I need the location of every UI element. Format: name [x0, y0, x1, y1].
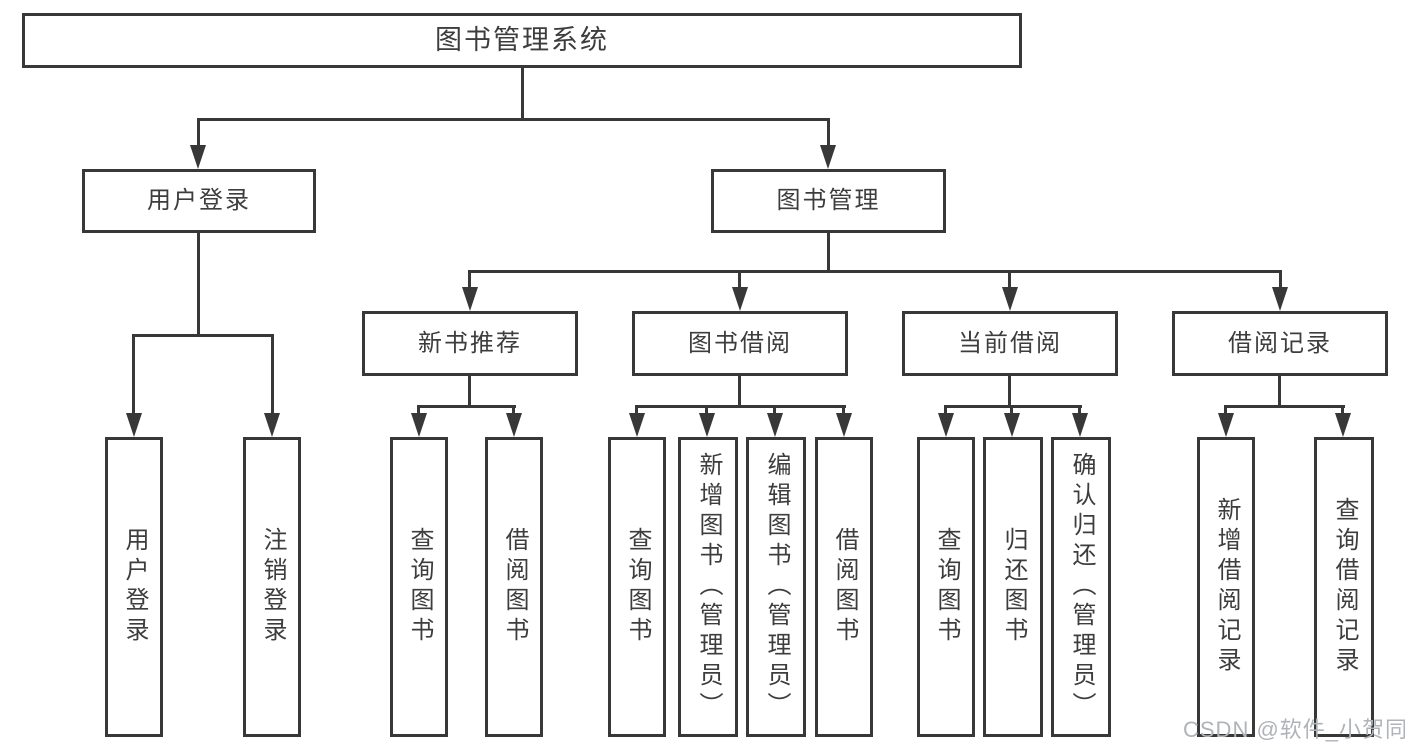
arrowhead-down	[462, 287, 478, 311]
leaf-add-books-admin: 新增图书（管理员）	[678, 437, 738, 737]
node-borrowing-records: 借阅记录	[1172, 311, 1388, 376]
connector-vline	[1279, 270, 1282, 290]
arrowhead-down	[190, 145, 206, 169]
connector-vline	[1010, 405, 1013, 417]
connector-vline	[842, 405, 845, 417]
node-new-book-recommend-label: 新书推荐	[418, 329, 522, 357]
node-user-login-label: 用户登录	[147, 187, 251, 214]
arrowhead-down	[699, 413, 715, 437]
leaf-borrow-books-recommend: 借阅图书	[485, 437, 543, 737]
arrowhead-down	[1004, 413, 1020, 437]
node-root: 图书管理系统	[22, 13, 1022, 68]
connector-hline	[197, 118, 830, 121]
leaf-user-login: 用户登录	[105, 437, 163, 737]
node-book-borrowing-label: 图书借阅	[688, 329, 792, 357]
leaf-edit-books-admin: 编辑图书（管理员）	[746, 437, 806, 737]
arrowhead-down	[732, 287, 748, 311]
connector-vline	[468, 376, 471, 408]
node-borrowing-records-label: 借阅记录	[1228, 329, 1332, 357]
connector-vline	[827, 118, 830, 148]
connector-vline	[1224, 405, 1227, 417]
connector-vline	[512, 405, 515, 417]
arrowhead-down	[1072, 413, 1088, 437]
leaf-confirm-return-admin-label: 确认归还（管理员）	[1068, 452, 1095, 722]
leaf-borrow-books-recommend-label: 借阅图书	[501, 527, 528, 647]
node-book-borrowing: 图书借阅	[632, 311, 848, 376]
arrowhead-down	[506, 413, 522, 437]
connector-vline	[944, 405, 947, 417]
connector-vline	[738, 376, 741, 408]
leaf-query-books-current: 查询图书	[917, 437, 975, 737]
connector-hline	[1224, 405, 1345, 408]
connector-hline	[635, 405, 846, 408]
leaf-query-books-recommend-label: 查询图书	[406, 527, 433, 647]
leaf-user-login-label: 用户登录	[121, 527, 148, 647]
connector-vline	[1078, 405, 1081, 417]
node-book-management-label: 图书管理	[776, 187, 881, 214]
node-new-book-recommend: 新书推荐	[362, 311, 578, 376]
node-current-borrowing: 当前借阅	[902, 311, 1118, 376]
connector-vline	[1278, 376, 1281, 408]
leaf-add-borrow-record-label: 新增借阅记录	[1213, 497, 1240, 677]
leaf-borrow-books-borrowing-label: 借阅图书	[831, 527, 858, 647]
connector-vline	[738, 270, 741, 290]
leaf-query-books-current-label: 查询图书	[933, 527, 960, 647]
watermark: CSDN @软件_小贺同学	[1183, 717, 1405, 742]
connector-vline	[197, 233, 200, 337]
connector-vline	[417, 405, 420, 417]
node-current-borrowing-label: 当前借阅	[958, 329, 1062, 357]
connector-vline	[705, 405, 708, 417]
leaf-query-borrow-record-label: 查询借阅记录	[1331, 497, 1358, 677]
arrowhead-down	[836, 413, 852, 437]
arrowhead-down	[1272, 287, 1288, 311]
leaf-borrow-books-borrowing: 借阅图书	[815, 437, 873, 737]
connector-vline	[773, 405, 776, 417]
connector-vline	[1008, 376, 1011, 408]
leaf-logout-login-label: 注销登录	[259, 527, 286, 647]
arrowhead-down	[938, 413, 954, 437]
leaf-query-books-borrowing-label: 查询图书	[624, 527, 651, 647]
leaf-return-books-label: 归还图书	[1000, 527, 1027, 647]
node-book-management: 图书管理	[711, 169, 946, 233]
connector-hline	[132, 334, 274, 337]
connector-vline	[521, 68, 524, 120]
leaf-query-borrow-record: 查询借阅记录	[1314, 437, 1374, 737]
arrowhead-down	[126, 413, 142, 437]
connector-vline	[1008, 270, 1011, 290]
leaf-return-books: 归还图书	[983, 437, 1043, 737]
leaf-add-books-admin-label: 新增图书（管理员）	[695, 452, 722, 722]
connector-hline	[468, 270, 1282, 273]
node-root-label: 图书管理系统	[435, 25, 609, 55]
arrowhead-down	[629, 413, 645, 437]
leaf-query-books-borrowing: 查询图书	[608, 437, 666, 737]
arrowhead-down	[264, 413, 280, 437]
node-user-login: 用户登录	[82, 169, 316, 233]
connector-hline	[417, 405, 516, 408]
arrowhead-down	[411, 413, 427, 437]
arrowhead-down	[820, 145, 836, 169]
connector-vline	[827, 233, 830, 273]
connector-vline	[132, 334, 135, 416]
arrowhead-down	[1335, 413, 1351, 437]
connector-vline	[635, 405, 638, 417]
leaf-query-books-recommend: 查询图书	[390, 437, 448, 737]
arrowhead-down	[767, 413, 783, 437]
arrowhead-down	[1002, 287, 1018, 311]
leaf-confirm-return-admin: 确认归还（管理员）	[1051, 437, 1111, 737]
leaf-edit-books-admin-label: 编辑图书（管理员）	[763, 452, 790, 722]
connector-hline	[944, 405, 1082, 408]
connector-vline	[271, 334, 274, 416]
leaf-logout-login: 注销登录	[243, 437, 301, 737]
connector-vline	[197, 118, 200, 148]
arrowhead-down	[1218, 413, 1234, 437]
leaf-add-borrow-record: 新增借阅记录	[1197, 437, 1255, 737]
connector-vline	[1341, 405, 1344, 417]
connector-vline	[468, 270, 471, 290]
